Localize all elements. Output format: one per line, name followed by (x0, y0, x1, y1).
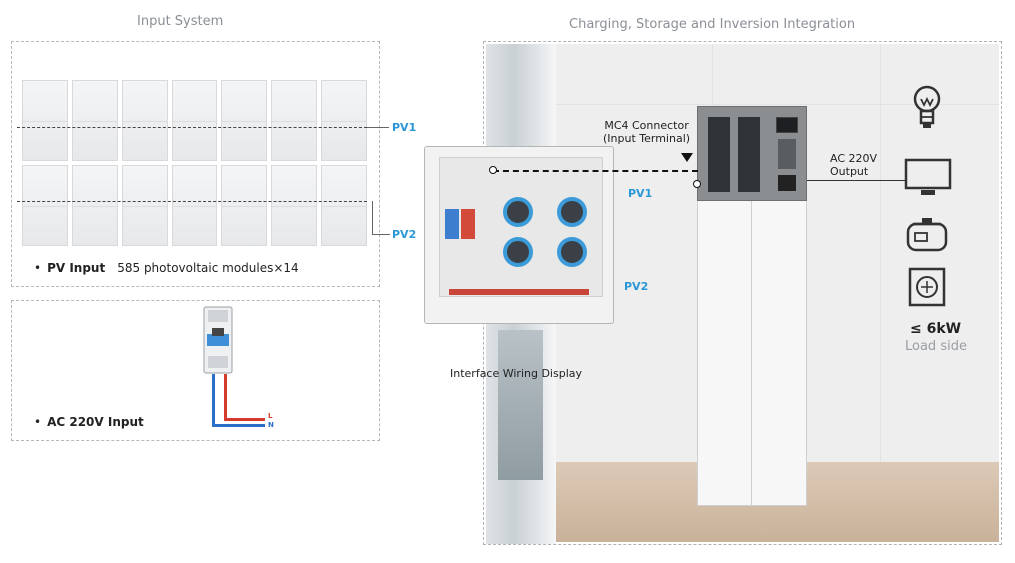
pv-input-box (11, 41, 380, 287)
mc4-connector-label: MC4 Connector (Input Terminal) (603, 119, 690, 145)
bullet-icon: • (34, 261, 42, 275)
pv-module (121, 80, 168, 161)
pv-module (271, 165, 318, 246)
wire-blue-h (212, 424, 265, 427)
wire-l-label: L (268, 412, 273, 420)
inverter-switch (778, 175, 796, 191)
dc-breaker-blue (445, 209, 459, 239)
pv-input-label: PV Input (47, 261, 106, 275)
pv-module (71, 80, 118, 161)
ac-input-caption: • AC 220V Input (34, 415, 144, 429)
inverter-fan-grille (708, 117, 730, 192)
fan-icon (557, 237, 587, 267)
load-power-label: ≤ 6kW (910, 321, 962, 337)
window-glass (498, 330, 543, 480)
dc-breaker-red (461, 209, 475, 239)
pv-module-array (22, 80, 367, 246)
ac-output-wire (807, 180, 905, 181)
pv-input-desc: 585 photovoltaic modules×14 (117, 261, 299, 275)
pv-module (271, 80, 318, 161)
pv1-right-label: PV1 (628, 187, 653, 200)
pv-module (221, 80, 268, 161)
wiring-caption: Interface Wiring Display (450, 367, 583, 380)
room-wall-panel-line (556, 104, 999, 105)
fan-icon (557, 197, 587, 227)
pv-module (121, 165, 168, 246)
ac-output-label: AC 220V Output (830, 152, 877, 178)
mc4-line-2: (Input Terminal) (603, 132, 691, 145)
pv-module (22, 165, 68, 246)
integration-title: Charging, Storage and Inversion Integrat… (569, 17, 856, 32)
pv2-left-label: PV2 (392, 228, 417, 241)
input-system-title: Input System (137, 14, 224, 29)
inverter-unit (697, 106, 807, 201)
pv1-left-label: PV1 (392, 121, 417, 134)
monitor-icon (903, 157, 953, 199)
terminal-strip-red (449, 289, 589, 295)
pv2-string-wire (17, 201, 367, 202)
pv-module (171, 80, 218, 161)
interface-wiring-box (424, 146, 614, 324)
pv-connection-wire (493, 170, 698, 172)
rice-cooker-icon (904, 215, 950, 255)
inverter-button (778, 139, 796, 169)
wire-n-label: N (268, 421, 274, 429)
pv-module (221, 165, 268, 246)
connector-node (489, 166, 497, 174)
connector-node (693, 180, 701, 188)
inverter-fan-grille (738, 117, 760, 192)
pv-module (71, 165, 118, 246)
microwave-icon (906, 266, 948, 308)
wire-blue (212, 374, 215, 426)
inverter-display-screen (776, 117, 798, 133)
fan-icon (503, 197, 533, 227)
room-wall-panel-line (880, 44, 881, 462)
circuit-breaker-icon (203, 306, 233, 374)
battery-tower (697, 200, 807, 506)
pv2-right-label: PV2 (624, 280, 649, 293)
wire-red (224, 374, 227, 420)
pv-module (321, 165, 367, 246)
ac-input-box (11, 300, 380, 441)
pv1-lead (367, 127, 389, 128)
pv1-string-wire (17, 127, 367, 128)
mc4-line-1: MC4 Connector (604, 119, 689, 132)
pv2-lead (372, 234, 390, 235)
pv2-lead-vert (372, 201, 373, 234)
bulb-icon (907, 82, 947, 132)
pv-input-caption: • PV Input 585 photovoltaic modules×14 (34, 261, 299, 275)
ac-output-line-1: AC 220V (830, 152, 878, 165)
ac-input-label: AC 220V Input (47, 415, 144, 429)
fan-icon (503, 237, 533, 267)
ac-output-line-2: Output (830, 165, 869, 178)
bullet-icon: • (34, 415, 42, 429)
wire-red-h (224, 418, 265, 421)
load-side-label: Load side (905, 339, 967, 354)
pv-module (171, 165, 218, 246)
pv-module (22, 80, 68, 161)
battery-tower-divider (751, 200, 752, 506)
mc4-arrow-icon (681, 153, 693, 162)
pv-module (321, 80, 367, 161)
